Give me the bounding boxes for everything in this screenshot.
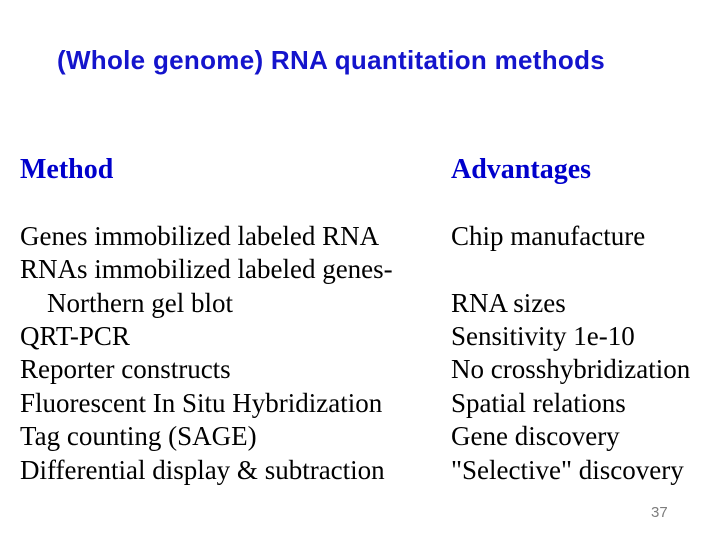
method-line: Genes immobilized labeled RNA	[20, 220, 380, 251]
advantage-line: Gene discovery	[451, 421, 620, 452]
method-line: RNAs immobilized labeled genes-	[20, 254, 393, 285]
advantage-line: RNA sizes	[451, 287, 566, 318]
header-spacer	[451, 186, 716, 219]
advantages-column-header: Advantages	[451, 154, 592, 185]
slide-title: (Whole genome) RNA quantitation methods	[57, 45, 606, 75]
header-spacer	[20, 186, 450, 219]
method-column: Method Genes immobilized labeled RNA RNA…	[20, 153, 450, 487]
method-line: Differential display & subtraction	[20, 454, 385, 485]
method-line: Northern gel blot	[20, 287, 233, 318]
advantage-line: Chip manufacture	[451, 220, 646, 251]
advantage-line: "Selective" discovery	[451, 454, 684, 485]
advantage-line: Spatial relations	[451, 387, 626, 418]
advantages-column: Advantages Chip manufacture RNA sizes Se…	[451, 153, 716, 487]
method-line: Reporter constructs	[20, 354, 231, 385]
page-number: 37	[651, 504, 668, 521]
advantage-line: No crosshybridization	[451, 354, 691, 385]
advantage-line	[451, 253, 716, 286]
method-line: QRT-PCR	[20, 320, 130, 351]
advantage-line: Sensitivity 1e-10	[451, 320, 635, 351]
method-column-header: Method	[20, 154, 114, 185]
method-line: Tag counting (SAGE)	[20, 421, 257, 452]
method-line: Fluorescent In Situ Hybridization	[20, 387, 383, 418]
